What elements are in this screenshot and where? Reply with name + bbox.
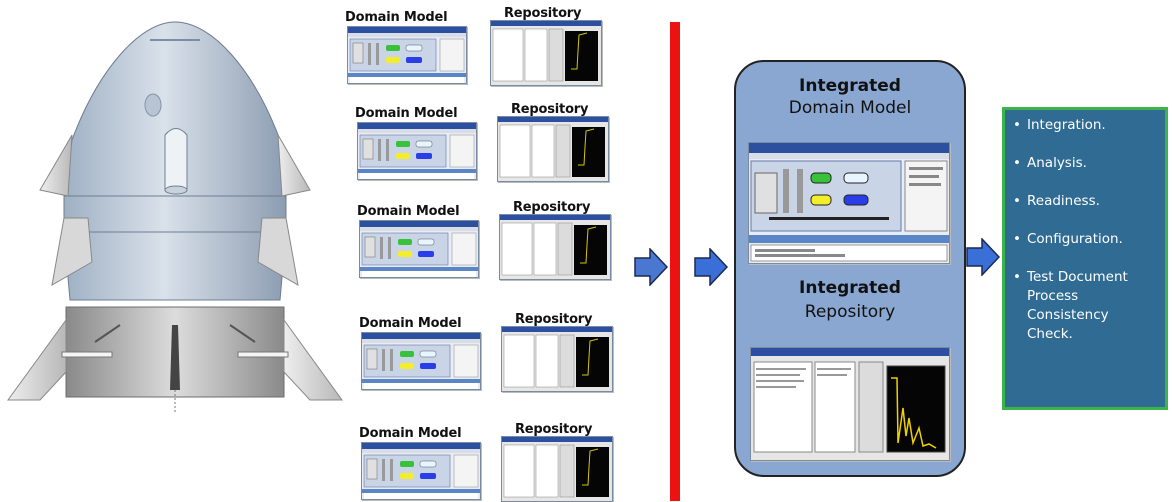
repository-label: Repository: [513, 200, 591, 215]
repository-screenshot: [497, 116, 609, 182]
outcome-text: Integration.: [1027, 117, 1106, 133]
domain-model-label: Domain Model: [357, 204, 460, 219]
domain-model-screenshot: [347, 26, 467, 84]
integrated-panel: Integrated Domain Model Integrated Repos…: [734, 60, 966, 477]
repository-label: Repository: [504, 6, 582, 21]
outcome-item: Test Document Process Consistency Check.: [1013, 268, 1161, 344]
outcomes-list: Integration. Analysis. Readiness. Configura…: [1005, 110, 1165, 344]
repository-label: Repository: [515, 422, 593, 437]
domain-model-label: Domain Model: [359, 426, 462, 441]
domain-model-screenshot: [359, 220, 479, 278]
integrated-domain-heading: Integrated: [799, 76, 901, 96]
outcome-item: Integration.: [1013, 116, 1161, 135]
outcome-text: Readiness.: [1027, 193, 1100, 209]
integrated-repository-screenshot: [750, 347, 950, 461]
domain-model-label: Domain Model: [359, 316, 462, 331]
arrow-right-icon: [966, 238, 1000, 276]
integrated-domain-screenshot: [748, 142, 950, 264]
outcome-item: Readiness.: [1013, 192, 1161, 211]
outcomes-panel: Integration. Analysis. Readiness. Configura…: [1002, 107, 1168, 410]
integrated-repository-label: Repository: [804, 302, 896, 322]
domain-model-screenshot: [357, 122, 477, 180]
repository-screenshot: [501, 436, 613, 502]
divider-bar: [670, 22, 680, 501]
arrow-right-icon: [694, 248, 728, 286]
repository-screenshot: [499, 214, 611, 280]
outcome-item: Analysis.: [1013, 154, 1161, 173]
spacecraft-illustration: [7, 21, 343, 412]
domain-model-screenshot: [361, 442, 481, 500]
outcome-text: Analysis.: [1027, 155, 1087, 171]
repository-label: Repository: [515, 312, 593, 327]
repository-screenshot: [490, 20, 602, 86]
domain-model-label: Domain Model: [345, 10, 448, 25]
domain-model-screenshot: [361, 332, 481, 390]
domain-model-label: Domain Model: [355, 106, 458, 121]
integrated-domain-label: Domain Model: [788, 98, 912, 118]
repository-screenshot: [501, 326, 613, 392]
outcome-text: Configuration.: [1027, 231, 1123, 247]
arrow-right-icon: [634, 248, 668, 286]
outcome-text: Test Document Process Consistency Check.: [1027, 269, 1128, 342]
outcome-item: Configuration.: [1013, 230, 1161, 249]
integrated-repository-heading: Integrated: [799, 278, 901, 298]
repository-label: Repository: [511, 102, 589, 117]
